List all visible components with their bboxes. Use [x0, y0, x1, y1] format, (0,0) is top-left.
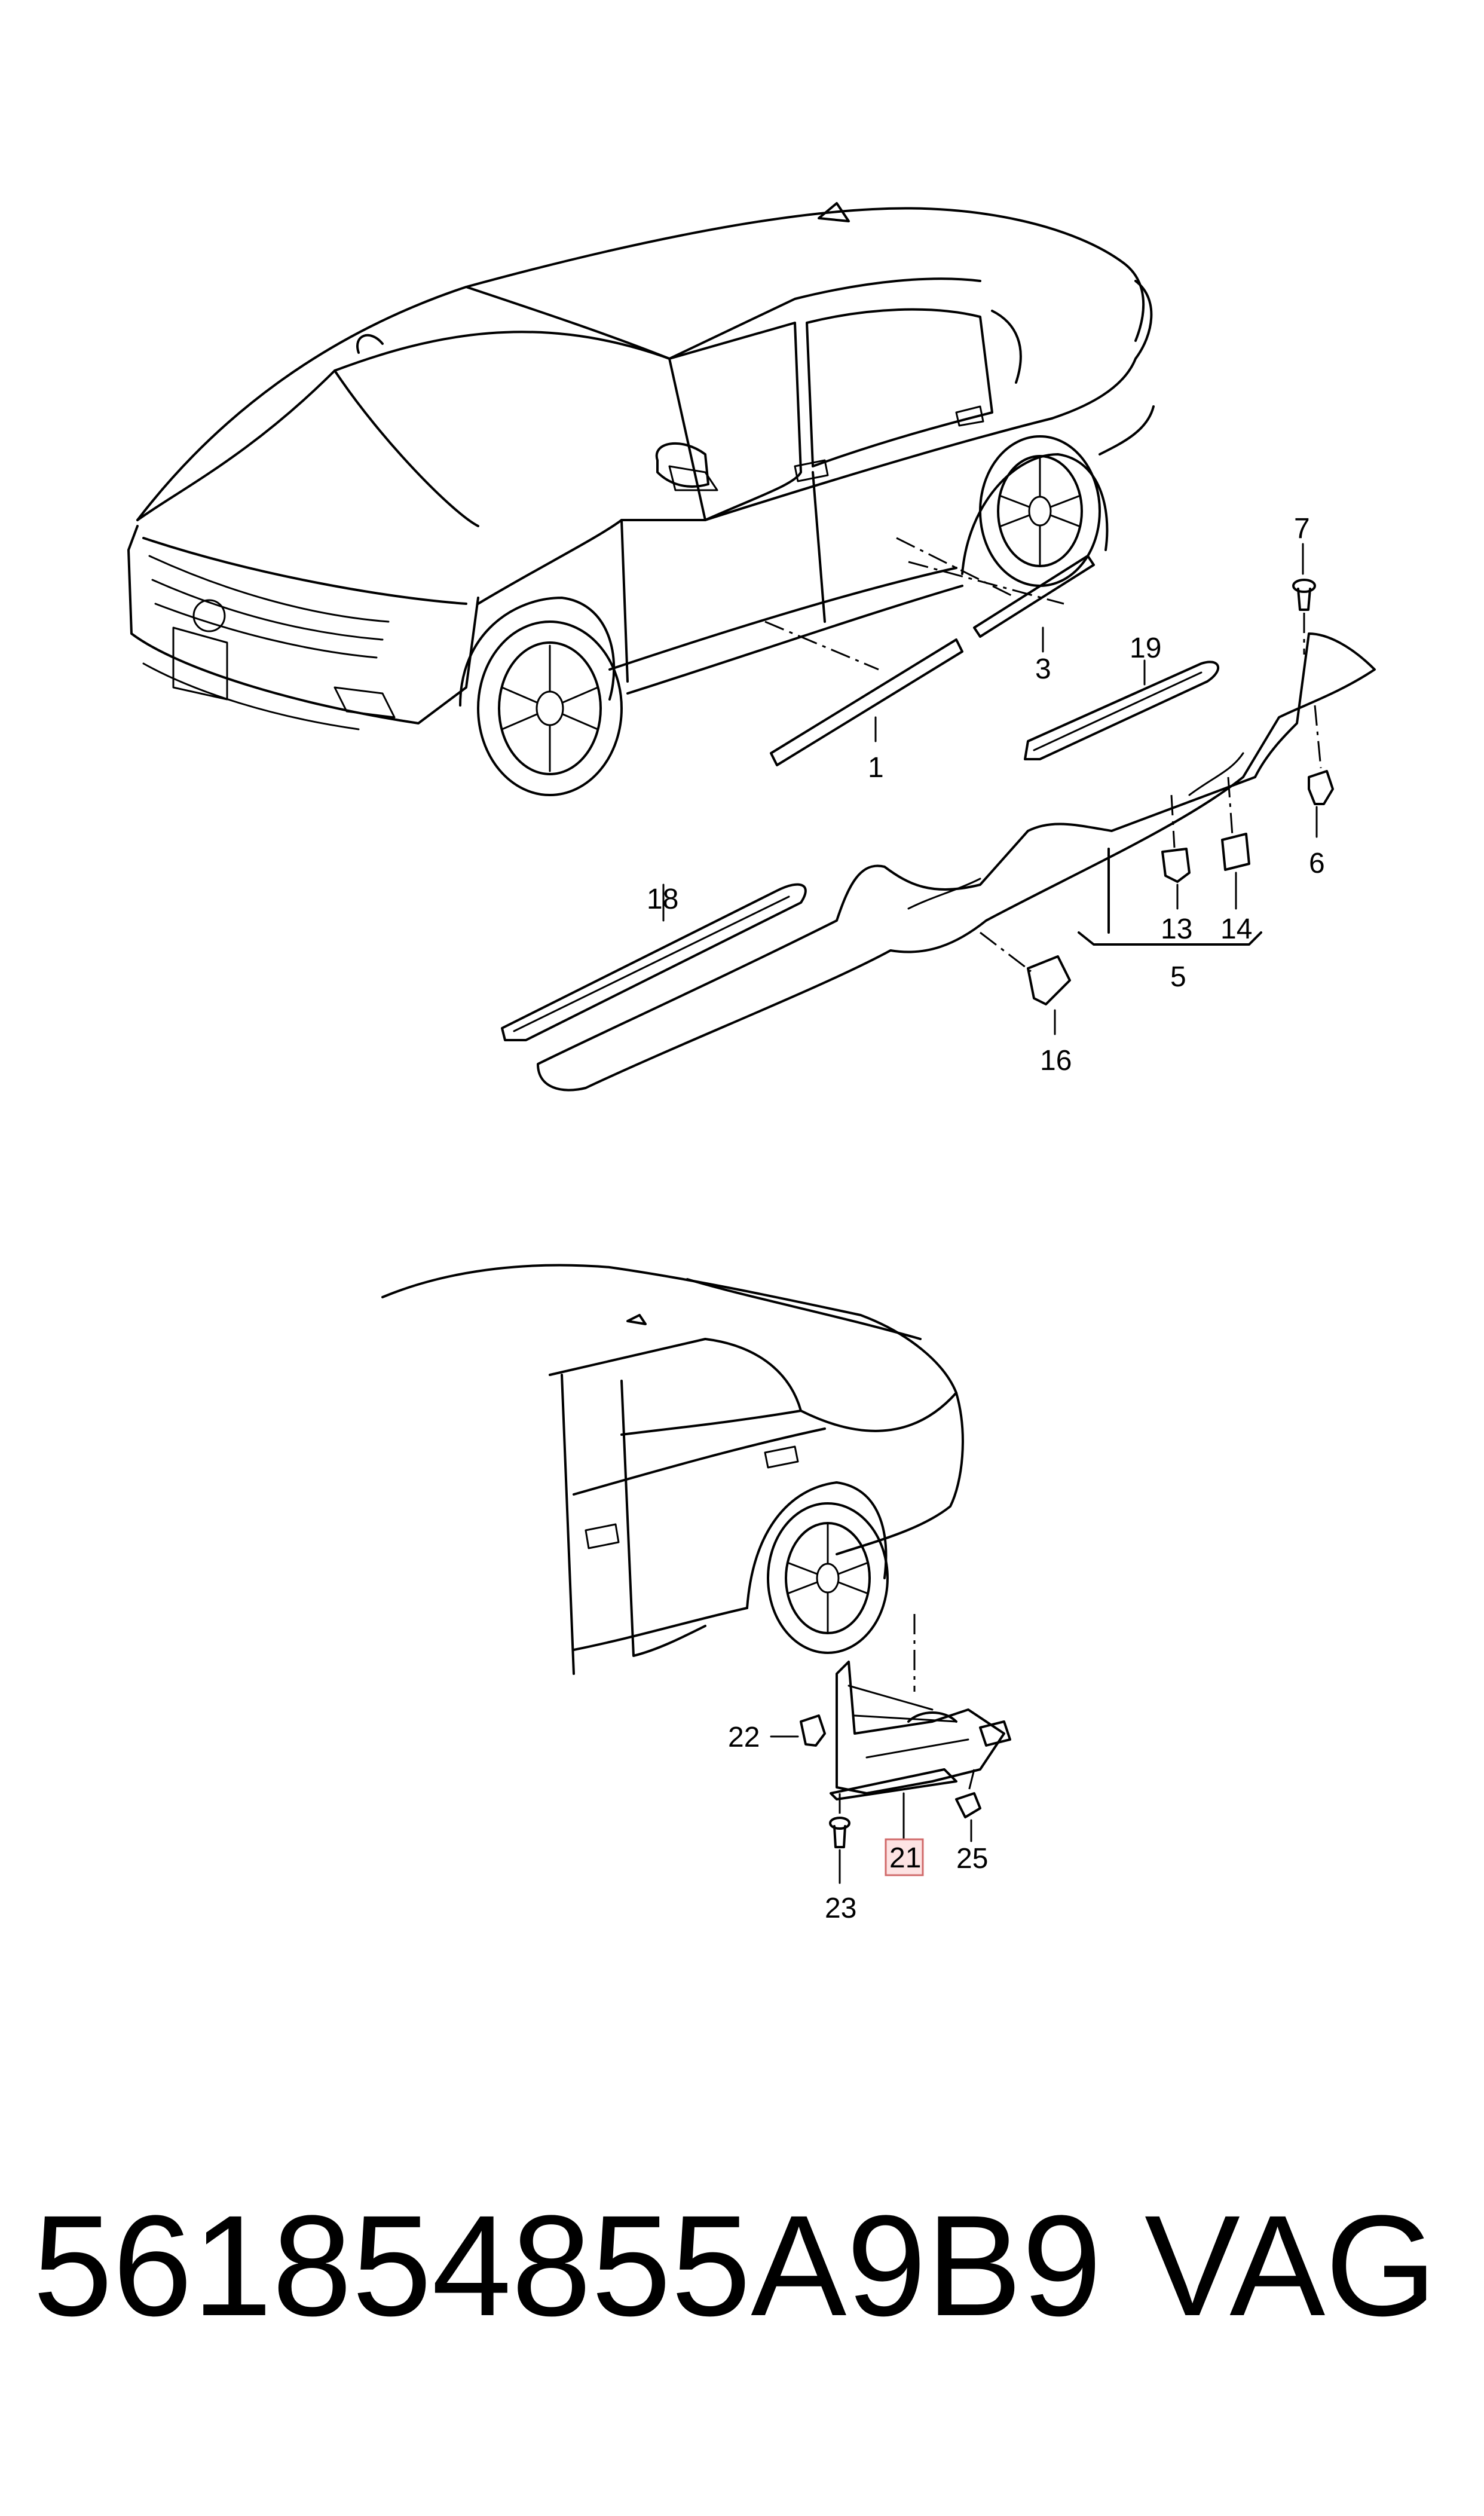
callout-23: 23: [825, 1893, 856, 1924]
callout-21: 21: [889, 1842, 921, 1874]
callout-22: 22: [728, 1722, 760, 1753]
callout-1: 1: [868, 752, 884, 784]
screw-icon: [1292, 579, 1316, 611]
rear-trim-strip: [973, 555, 1095, 638]
nut-icon: [955, 1792, 981, 1818]
clip-icon: [1308, 770, 1334, 805]
callout-16: 16: [1040, 1045, 1072, 1077]
sill-plate-rear: [501, 883, 807, 1041]
callout-18: 18: [647, 883, 678, 915]
door-trim-strip: [770, 638, 963, 766]
footer: 561854855A9B9 VAG: [0, 2188, 1484, 2343]
callout-3: 3: [1035, 653, 1051, 685]
clip-icon: [1161, 848, 1191, 883]
highlight-box: [885, 1838, 924, 1876]
car-rear-view: [381, 1264, 964, 1692]
brand-label: VAG: [1145, 2185, 1437, 2346]
callout-7: 7: [1294, 513, 1310, 545]
sill-plate-front: [1024, 661, 1220, 760]
clip-icon: [1221, 833, 1250, 871]
bottom-callouts: 22 23 21 25: [728, 1722, 988, 1924]
callout-25: 25: [956, 1843, 988, 1875]
top-callouts: 1 3 5 6 7 13 14 16 18 19: [647, 513, 1325, 1077]
part-number: 561854855A9B9: [33, 2185, 1102, 2346]
callout-19: 19: [1130, 632, 1161, 664]
side-skirt: [537, 632, 1376, 1092]
callout-14: 14: [1220, 913, 1252, 945]
clip-icon: [800, 1714, 826, 1747]
callout-13: 13: [1161, 913, 1192, 945]
bracket-icon: [1027, 955, 1071, 1005]
trim-parts: [501, 537, 1376, 1092]
callout-6: 6: [1309, 848, 1325, 879]
bracket-assembly: [800, 1661, 1011, 1848]
callout-5: 5: [1170, 961, 1186, 993]
screw-icon: [829, 1817, 850, 1848]
car-front-view: [127, 202, 1155, 796]
